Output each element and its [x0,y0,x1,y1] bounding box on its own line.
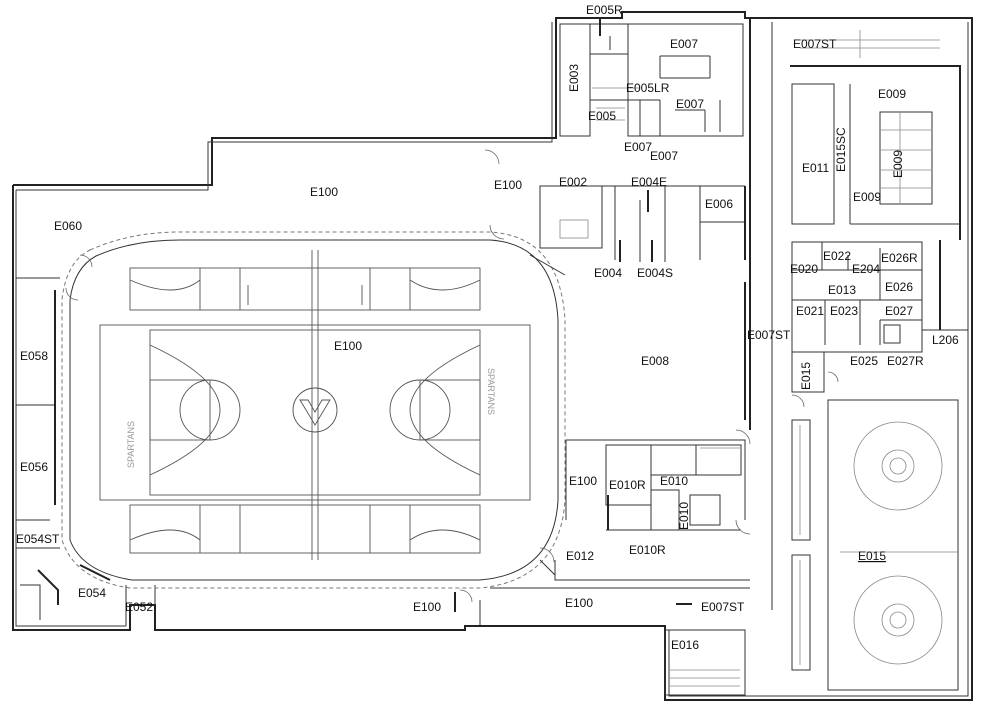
room-label-e010-vert: E010 [677,502,691,530]
room-label-e026r: E026R [881,251,918,265]
east-upper-walls [790,30,961,240]
room-label-e007-mid: E007 [676,97,704,111]
room-label-e058: E058 [20,349,48,363]
top-cluster-walls [559,18,744,137]
room-label-e015-large: E015 [858,549,886,563]
room-label-e003: E003 [567,64,581,92]
room-label-e007st-top: E007ST [793,37,837,51]
doors [65,149,839,603]
room-label-e015-small: E015 [799,362,813,390]
room-label-e020: E020 [790,262,818,276]
room-label-e100-lower: E100 [413,600,441,614]
room-label-e100-corridor: E100 [565,596,593,610]
room-label-e007-b: E007 [650,149,678,163]
room-labels: E005R E003 E007 E005LR E007 E005 E007 E0… [16,3,959,652]
room-label-e100-mid: E100 [569,474,597,488]
court-watermark-right: SPARTANS [486,368,496,415]
room-label-e054st: E054ST [16,532,60,546]
room-label-e022: E022 [823,249,851,263]
basketball-courts [99,250,531,560]
room-label-e015sc: E015SC [834,127,848,172]
room-label-e054: E054 [78,586,106,600]
center-north-walls [539,185,746,262]
room-label-e007st-bottom: E007ST [701,600,745,614]
room-label-e016: E016 [671,638,699,652]
room-label-e005r: E005R [586,3,623,17]
room-label-e007st-mid: E007ST [747,328,791,342]
room-label-e100-top: E100 [310,185,338,199]
court-watermark-left: SPARTANS [126,421,136,468]
room-label-e005: E005 [588,109,616,123]
room-label-e010-a: E010 [660,474,688,488]
room-label-e004e: E004E [631,175,667,189]
room-label-e002: E002 [559,175,587,189]
room-label-e204: E204 [852,262,880,276]
room-label-l206: L206 [932,333,959,347]
room-label-e004: E004 [594,266,622,280]
room-label-e005lr: E005LR [626,81,670,95]
room-label-e007-top: E007 [670,37,698,51]
room-label-e009-top: E009 [878,87,906,101]
room-label-e013: E013 [828,283,856,297]
room-label-e011: E011 [802,161,829,175]
room-label-e009-vert: E009 [891,150,905,178]
room-label-e010r-a: E010R [609,478,646,492]
south-corridor-walls [454,560,750,696]
room-label-e004s: E004S [637,266,673,280]
exterior-walls [12,11,973,701]
west-rooms-walls [16,277,156,626]
room-label-e056: E056 [20,460,48,474]
room-label-e027: E027 [885,304,913,318]
room-label-e010r-b: E010R [629,543,666,557]
room-label-e008: E008 [641,354,669,368]
ice-rinks [791,399,959,691]
room-label-e026: E026 [885,280,913,294]
east-middle-walls [791,240,968,393]
room-label-e027r: E027R [887,354,924,368]
room-label-e006: E006 [705,197,733,211]
room-label-e021: E021 [796,304,824,318]
room-label-e100-gym: E100 [334,339,362,353]
room-label-e023: E023 [830,304,858,318]
room-label-e060: E060 [54,219,82,233]
room-label-e052: E052 [125,600,153,614]
center-south-walls [565,282,746,531]
room-label-e009-bottom: E009 [853,190,881,204]
room-label-e100-hall: E100 [494,178,522,192]
gym-ring [61,231,566,589]
court-watermarks: SPARTANS SPARTANS [126,368,496,468]
room-label-e025: E025 [850,354,878,368]
room-label-e012: E012 [566,549,594,563]
room-label-e007-a: E007 [624,140,652,154]
